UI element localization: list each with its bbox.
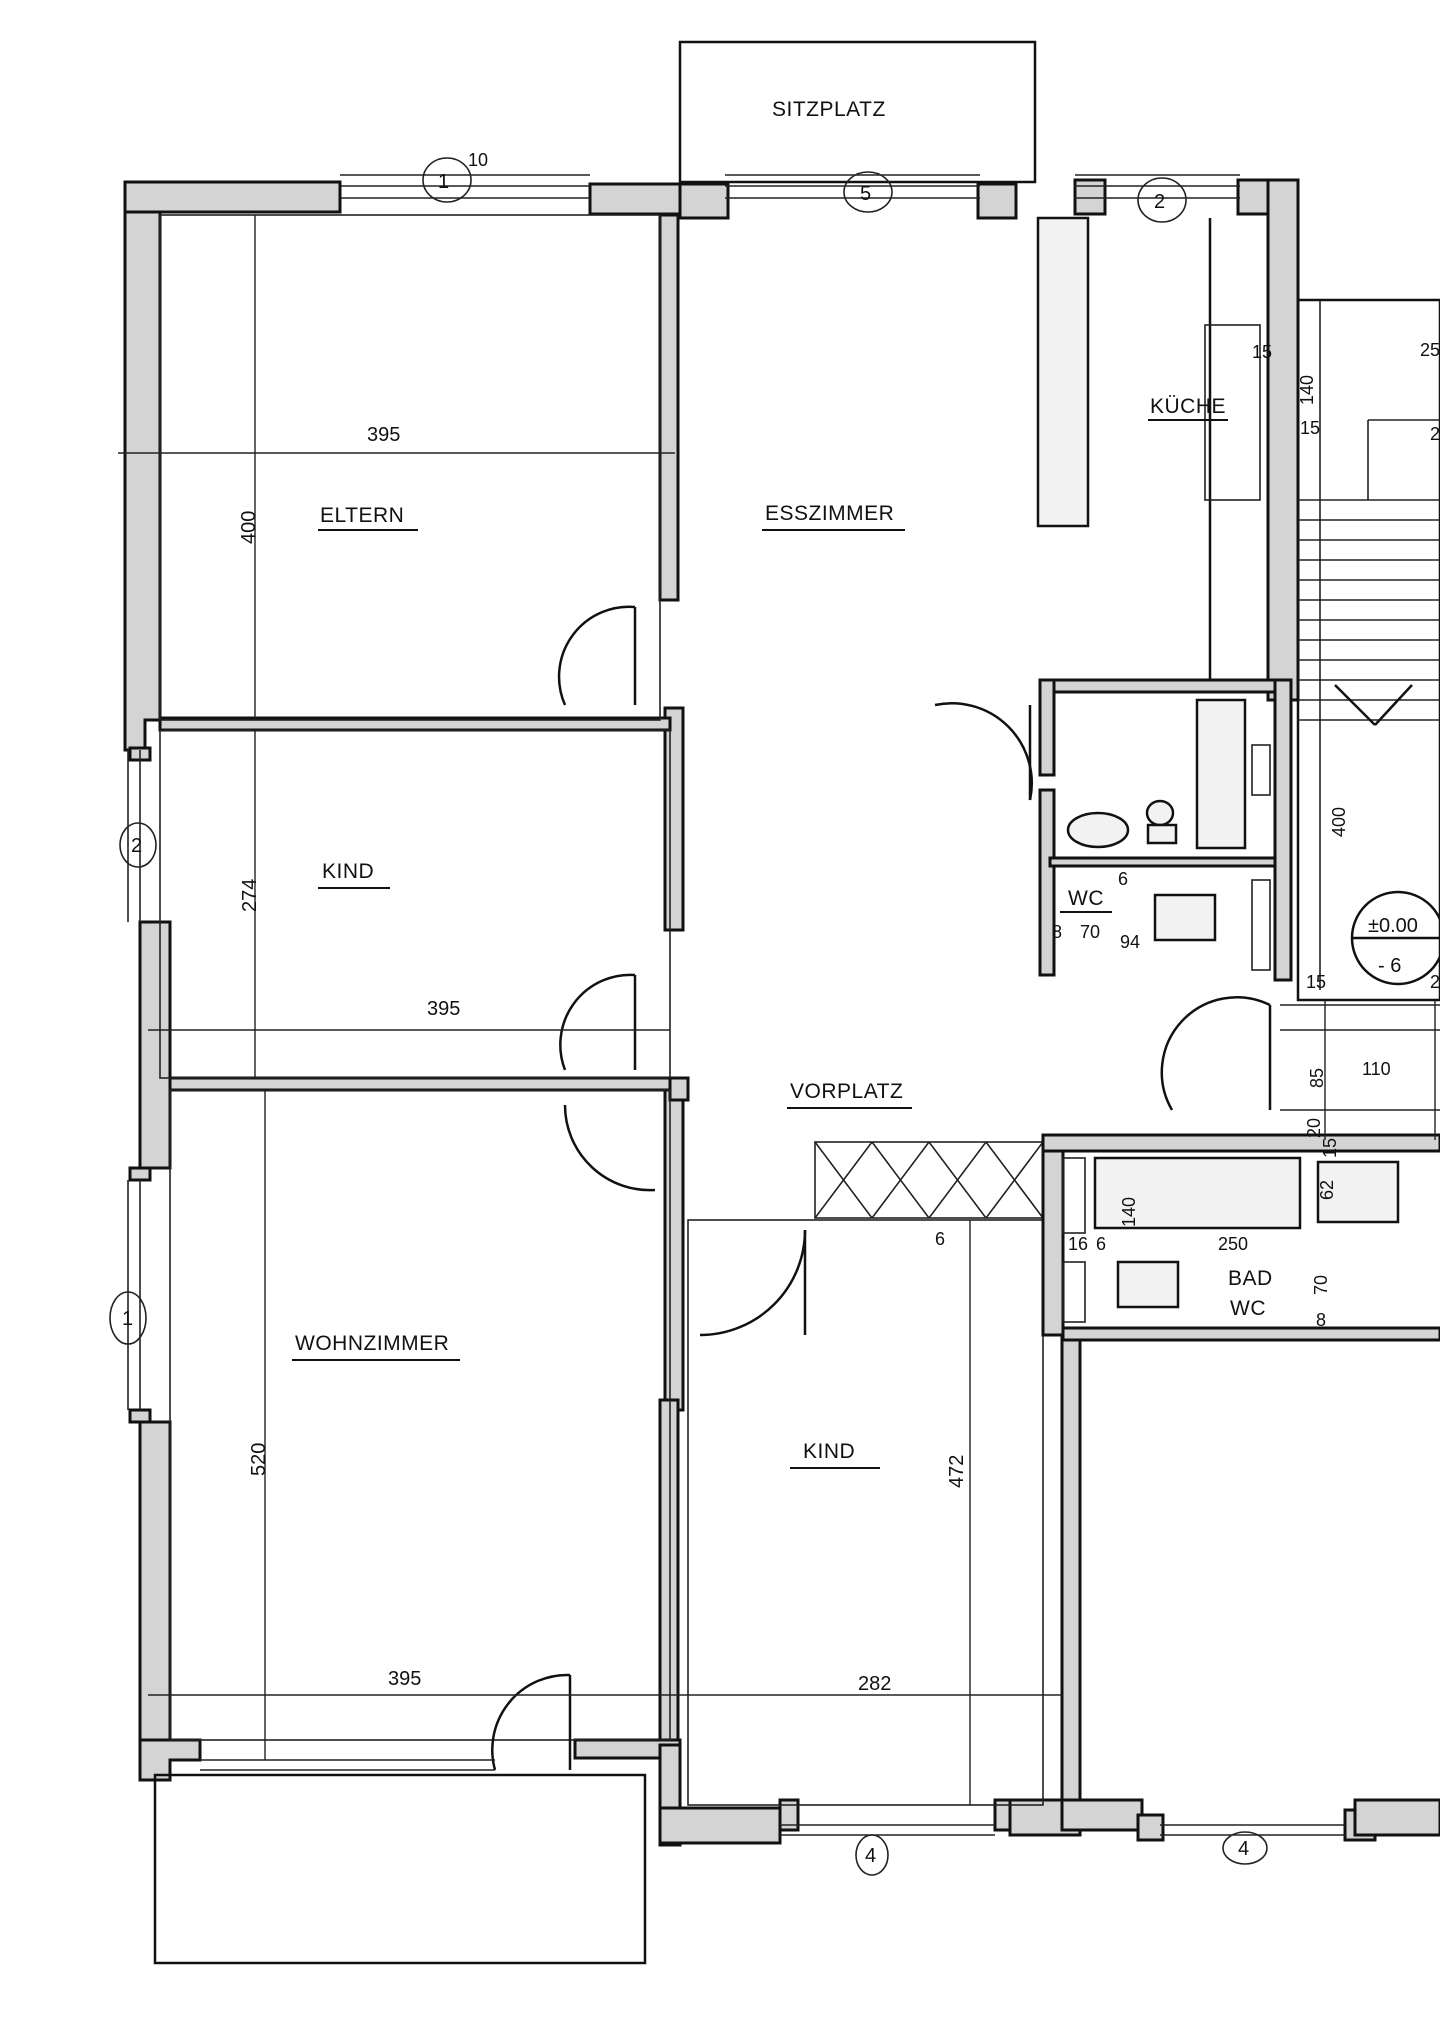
svg-text:1: 1: [122, 1308, 133, 1330]
door-bathroom: [934, 702, 1033, 801]
sink: [1066, 811, 1130, 849]
svg-text:6: 6: [1096, 1234, 1106, 1254]
outer-walls: [123, 178, 1440, 1847]
wardrobe: [814, 1141, 1044, 1219]
kueche-label: KÜCHE: [1150, 395, 1226, 418]
svg-text:15: 15: [1252, 342, 1272, 362]
dim-kind-bottom-height: 472: [946, 1455, 968, 1488]
window-tag-2-top: [1137, 177, 1187, 223]
svg-text:20: 20: [1304, 1118, 1324, 1138]
kind-bottom-label: KIND: [803, 1440, 855, 1463]
svg-text:4: 4: [1238, 1838, 1249, 1860]
window-tag-4-right: [1222, 1831, 1268, 1865]
door-kind-bottom: [699, 1229, 807, 1337]
sitzplatz-label: SITZPLATZ: [772, 98, 886, 121]
dim-eltern-width: 395: [367, 424, 400, 446]
window-tag-5: [843, 171, 893, 213]
svg-text:8: 8: [1052, 922, 1062, 942]
svg-text:140: 140: [1297, 375, 1317, 405]
dim-kind-height: 274: [239, 879, 261, 912]
svg-text:25: 25: [1420, 340, 1440, 360]
svg-text:16: 16: [1068, 1234, 1088, 1254]
bad-toilet: [1116, 1260, 1180, 1309]
door-balcony: [491, 1673, 571, 1771]
svg-text:94: 94: [1120, 932, 1140, 952]
svg-text:1: 1: [438, 171, 449, 193]
svg-text:140: 140: [1119, 1197, 1139, 1227]
svg-text:15: 15: [1300, 418, 1320, 438]
shower-tray: [1316, 1160, 1400, 1224]
svg-text:2: 2: [131, 835, 142, 857]
svg-text:2: 2: [1430, 972, 1440, 992]
svg-text:62: 62: [1317, 1180, 1337, 1200]
kitchen-unit: [1204, 324, 1261, 501]
doors: [491, 605, 1272, 1771]
dimension-labels: 395 400 395 274 395 520 282 472 6: [238, 424, 968, 1695]
window-tag-2-left: [119, 822, 157, 868]
wc-label: WC: [1068, 887, 1104, 910]
svg-text:85: 85: [1307, 1068, 1327, 1088]
svg-text:110: 110: [1362, 1059, 1391, 1079]
bad-wc-label: WC: [1230, 1297, 1266, 1320]
svg-text:6: 6: [1118, 869, 1128, 889]
windows-left: 2 1: [109, 750, 157, 1410]
bathtub: [1195, 698, 1247, 850]
svg-text:4: 4: [865, 1845, 876, 1867]
wc-block: WC 70 8 6 94: [1038, 678, 1293, 982]
eltern-label: ELTERN: [320, 504, 404, 527]
interior-lines: [153, 214, 1261, 1965]
svg-text:2: 2: [1154, 191, 1165, 213]
svg-text:15: 15: [1320, 1138, 1340, 1158]
level-upper: ±0.00: [1368, 915, 1418, 937]
svg-text:15: 15: [1306, 972, 1326, 992]
bathtub-lower: [1093, 1156, 1302, 1230]
toilet-icon: [1145, 799, 1175, 827]
sitzplatz-area: SITZPLATZ: [678, 40, 1037, 184]
dimension-lines: [118, 215, 1062, 1805]
svg-text:6: 6: [935, 1229, 945, 1249]
door-entrance: [1160, 996, 1271, 1111]
staircase: 15 15 140 25 2 400 ±0.00 - 6 15 85 110 2…: [1252, 298, 1440, 1140]
wohnzimmer-label: WOHNZIMMER: [295, 1332, 449, 1355]
window-tag-1-top: [422, 157, 472, 203]
dim-wohn-height: 520: [248, 1443, 270, 1476]
dim-eltern-height: 400: [238, 511, 260, 544]
wc-sink: [1153, 893, 1217, 942]
dim-kind-width: 395: [427, 998, 460, 1020]
tag-10-label: 10: [468, 150, 488, 170]
esszimmer-label: ESSZIMMER: [765, 502, 894, 525]
svg-text:70: 70: [1080, 922, 1100, 942]
balcony: [153, 1773, 647, 1965]
room-labels: KÜCHE ELTERN ESSZIMMER KIND VORPLATZ WOH…: [292, 395, 1228, 1469]
stair-arrow-icon: [1334, 684, 1376, 726]
door-kind-top: [559, 973, 636, 1071]
dim-kind-bottom-width: 282: [858, 1673, 891, 1695]
kitchen-counter: [1036, 216, 1090, 528]
door-wohnzimmer: [563, 1104, 656, 1192]
window-tag-4-mid: [855, 1834, 889, 1876]
svg-text:5: 5: [860, 183, 871, 205]
svg-text:70: 70: [1311, 1275, 1331, 1295]
vorplatz-label: VORPLATZ: [790, 1080, 903, 1103]
bad-label: BAD: [1228, 1267, 1273, 1290]
windows-top: 1 10 5 2: [340, 150, 1240, 223]
level-lower: - 6: [1378, 955, 1401, 977]
door-eltern: [557, 605, 636, 706]
svg-text:2: 2: [1430, 424, 1440, 444]
bad-wc-block: BAD WC 250 140 16 6 70 8 62 15: [1041, 1133, 1440, 1342]
kind-top-label: KIND: [322, 860, 374, 883]
window-tag-1-left: [109, 1291, 147, 1345]
svg-text:400: 400: [1329, 807, 1349, 837]
windows-bottom: 4 4: [200, 1759, 1345, 1876]
dim-wohn-width: 395: [388, 1668, 421, 1690]
svg-text:250: 250: [1218, 1234, 1248, 1254]
svg-text:8: 8: [1316, 1310, 1326, 1330]
